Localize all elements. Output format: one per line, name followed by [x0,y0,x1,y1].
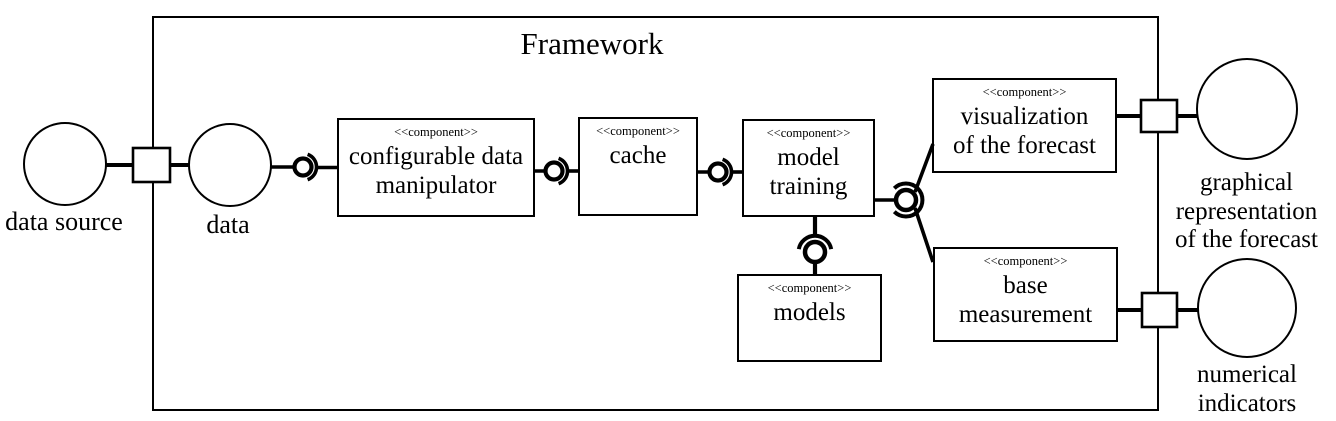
framework-boundary-box [152,16,1159,411]
component-name-line: training [769,173,848,200]
stereotype-label: <<component>> [983,254,1068,268]
interface-circle-graphical-representation [1196,58,1298,160]
stereotype-label: <<component>> [766,126,851,140]
interface-label-data-source: data source [5,207,123,236]
component-name-line: cache [609,142,667,169]
component-name: model training [744,143,873,201]
component-name-line: manipulator [375,172,497,199]
component-cache: <<component>> cache [578,117,698,216]
component-models: <<component>> models [737,274,882,362]
component-name: visualization of the forecast [934,102,1115,160]
component-name-line: visualization [960,103,1089,130]
framework-title: Framework [520,26,664,61]
interface-label-line: numerical [1197,361,1297,388]
component-name-line: of the forecast [953,132,1096,159]
component-name: base measurement [935,271,1116,329]
stereotype-label: <<component>> [394,125,478,139]
component-name: cache [580,141,696,170]
stereotype-label: <<component>> [767,281,852,295]
interface-circle-data [188,123,272,207]
interface-label-graphical-representation: graphical representation of the forecast [1157,169,1336,255]
interface-label-data: data [206,210,250,239]
component-configurable-data-manipulator: <<component>> configurable data manipula… [337,118,535,217]
component-visualization-of-the-forecast: <<component>> visualization of the forec… [932,78,1117,173]
component-name-line: measurement [958,301,1093,328]
stereotype-label: <<component>> [982,85,1067,99]
component-name-line: base [1003,272,1048,299]
component-name-line: configurable data [348,143,524,170]
interface-circle-data-source [23,122,107,206]
interface-label-numerical-indicators: numerical indicators [1167,361,1327,418]
component-name-line: model [777,144,840,171]
interface-label-line: graphical [1199,169,1293,196]
stereotype-label: <<component>> [596,124,680,138]
component-name: configurable data manipulator [339,142,533,200]
interface-label-line: representation [1175,197,1318,225]
component-base-measurement: <<component>> base measurement [933,247,1118,342]
component-model-training: <<component>> model training [742,119,875,217]
component-name-line: models [773,299,846,326]
interface-label-line: indicators [1197,389,1297,417]
component-name: models [739,298,880,327]
interface-label-line: of the forecast [1175,226,1318,253]
interface-circle-numerical-indicators [1197,258,1297,358]
